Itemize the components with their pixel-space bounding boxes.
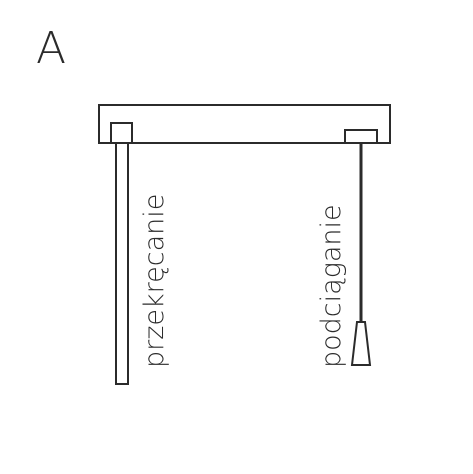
panel-letter: A <box>36 23 66 74</box>
headrail <box>98 104 391 144</box>
right-mechanism-box <box>344 129 378 144</box>
left-mechanism-box <box>110 122 133 144</box>
cord-weight <box>350 321 372 366</box>
label-twist: przekręcanie <box>139 194 170 368</box>
twist-rod <box>115 142 129 385</box>
label-pull: podciąganie <box>316 204 347 368</box>
